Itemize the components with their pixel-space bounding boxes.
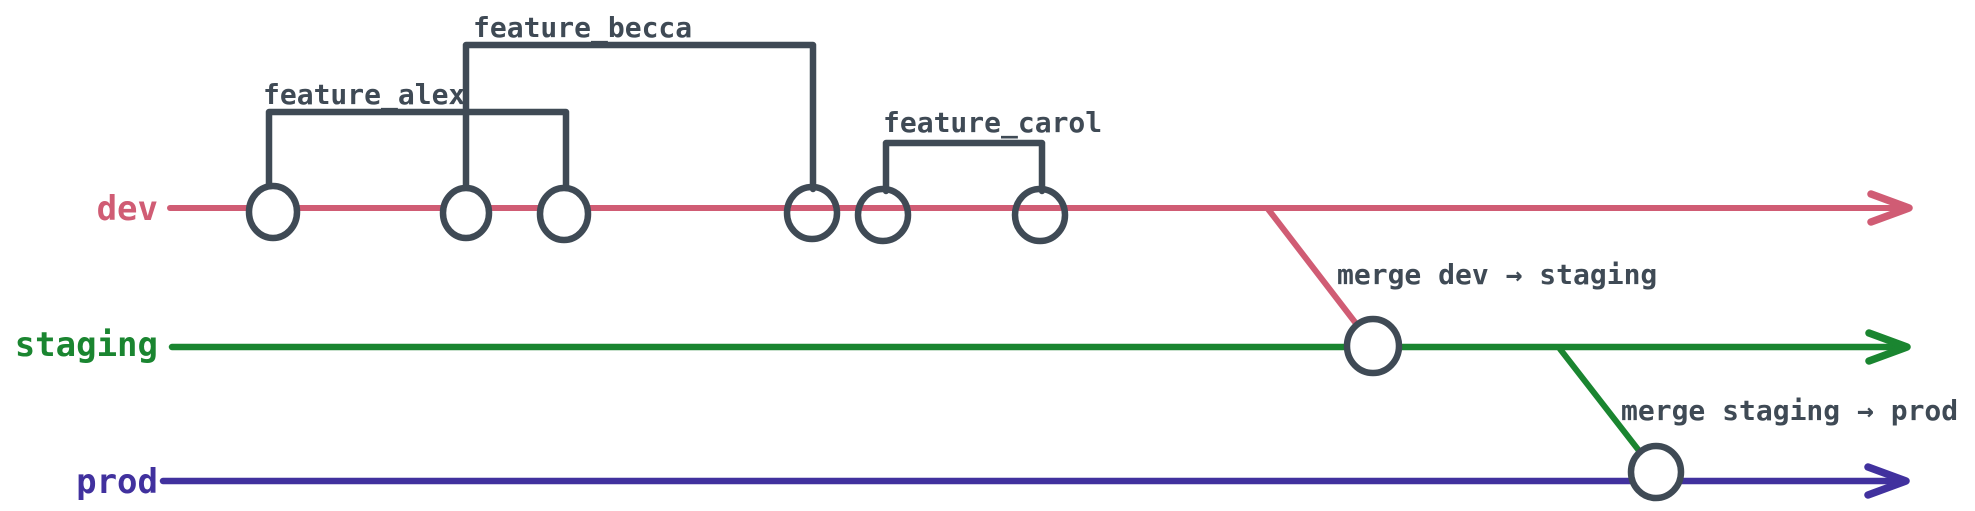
staging-arrowhead-icon <box>1865 329 1911 365</box>
commit-node <box>536 184 592 244</box>
branch-label-dev: dev <box>97 189 158 229</box>
feature-label-becca: feature_becca <box>473 11 692 44</box>
commit-node <box>854 185 912 245</box>
dev-arrowhead-icon <box>1867 190 1913 226</box>
merge-line-dev-to-staging <box>1265 206 1374 346</box>
feature-carol-bracket <box>882 139 1046 195</box>
feature-alex-bracket <box>265 108 570 194</box>
commit-node <box>783 183 841 243</box>
merge-commit-node <box>1627 442 1685 502</box>
merge-annotation-dev-staging: merge dev → staging <box>1337 258 1657 291</box>
branch-label-prod: prod <box>76 462 158 502</box>
merge-commit-node <box>1343 315 1403 377</box>
feature-branch-alex: feature_alex <box>263 78 570 194</box>
branch-label-staging: staging <box>15 325 158 365</box>
merge-annotation-staging-prod: merge staging → prod <box>1621 394 1958 427</box>
prod-branch: prod <box>76 462 1910 502</box>
commit-node <box>1011 185 1069 245</box>
commit-node <box>439 184 493 242</box>
dev-branch: dev <box>97 189 1913 229</box>
feature-label-carol: feature_carol <box>883 106 1102 139</box>
feature-branch-becca: feature_becca <box>462 11 817 193</box>
commit-node <box>245 182 301 242</box>
feature-becca-bracket <box>462 41 817 193</box>
feature-branch-carol: feature_carol <box>882 106 1102 195</box>
staging-branch: staging <box>15 325 1911 365</box>
feature-label-alex: feature_alex <box>263 78 465 111</box>
prod-arrowhead-icon <box>1864 463 1910 499</box>
